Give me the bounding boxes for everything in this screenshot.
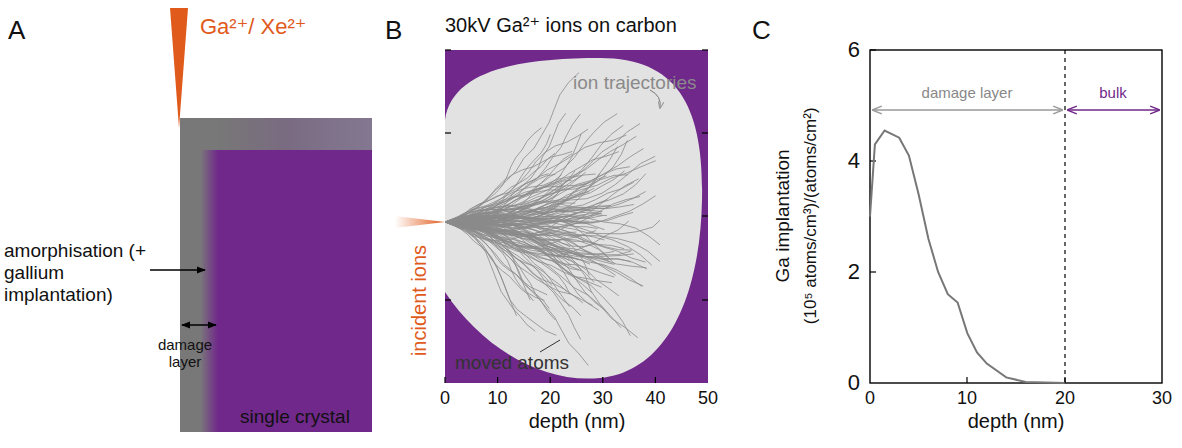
tick-label: 0 (848, 370, 860, 395)
leader-line (150, 269, 205, 270)
trajectory (445, 222, 619, 296)
tick-label: 0 (440, 388, 450, 409)
ion-label: Ga²⁺/ Xe²⁺ (200, 14, 306, 39)
trajectory (445, 222, 581, 316)
carbon-region (445, 50, 708, 383)
trajectory (445, 222, 631, 255)
tick-label: 4 (848, 148, 860, 173)
trajectory (445, 222, 588, 366)
trajectory (445, 222, 616, 275)
trajectory (445, 197, 640, 225)
trajectory (445, 221, 610, 262)
trajectory (445, 211, 600, 222)
damage-layer-block (180, 118, 372, 432)
trajectory (445, 222, 534, 301)
incident-beam (395, 216, 445, 228)
trajectory (445, 73, 579, 222)
range-arrow (873, 109, 1062, 110)
tick-label: 10 (957, 388, 977, 409)
tick-label: 0 (865, 388, 875, 409)
trajectory (445, 124, 640, 222)
crystal-block (218, 150, 372, 432)
trajectory (445, 222, 530, 300)
tick-label: 2 (848, 259, 860, 284)
gradient-top (218, 118, 372, 150)
dimension-arrow (182, 324, 216, 325)
trajectory (445, 196, 656, 224)
range-label: damage layer (922, 84, 1013, 101)
tick-label: 40 (645, 388, 665, 409)
ion-beam (170, 8, 188, 128)
axis-title: depth (nm) (529, 410, 626, 433)
tick-label: 20 (1055, 388, 1075, 409)
trajectory (445, 206, 660, 262)
tick-label: 10 (488, 388, 508, 409)
panel-letter: B (385, 16, 402, 46)
implantation-curve (870, 131, 1065, 384)
region-label: ion trajectories (573, 72, 697, 94)
axis-title: Ga implantation (772, 149, 794, 282)
trajectory (445, 222, 614, 277)
tick-label: 6 (848, 37, 860, 62)
crystal-region: single crystal (218, 150, 372, 432)
panel-letter: A (8, 16, 25, 46)
ion-trajectories (445, 73, 660, 366)
trajectory (445, 211, 614, 263)
range-label: bulk (1099, 84, 1127, 101)
trajectory (445, 222, 643, 286)
callout-text: amorphisation (+ gallium implantation) (4, 240, 154, 306)
trajectory (445, 134, 550, 222)
tick-label: 30 (593, 388, 613, 409)
trajectory (445, 222, 647, 269)
trajectory (445, 216, 603, 230)
trajectory (445, 114, 617, 226)
leader-line (540, 340, 560, 352)
axis-ticks (445, 50, 708, 383)
beam-label: incident ions (409, 244, 432, 355)
region-label: single crystal (240, 406, 350, 428)
dimension-label: damage layer (150, 336, 220, 371)
trajectory (445, 222, 602, 287)
region-label: moved atoms (455, 352, 569, 374)
trajectory (445, 222, 652, 265)
trajectory (445, 221, 589, 231)
tick-label: 20 (540, 388, 560, 409)
simulation-box: 30kV Ga²⁺ ions on carbonion trajectories… (445, 50, 708, 383)
tick-label: 30 (1152, 388, 1172, 409)
plot-ticks (870, 50, 1065, 383)
tick-label: 50 (698, 388, 718, 409)
moved-atoms-region (445, 58, 702, 379)
trajectory (445, 222, 517, 316)
boundary-line (1064, 50, 1065, 383)
plot-frame (870, 50, 1162, 383)
trajectory (445, 125, 623, 224)
trajectory (445, 156, 655, 225)
axis-title: depth (nm) (968, 410, 1065, 433)
trajectory (445, 174, 646, 227)
panel-title: 30kV Ga²⁺ ions on carbon (445, 14, 677, 37)
axis-unit: (10⁵ atoms/cm³)/(atoms/cm²) (800, 108, 820, 325)
gradient-edge (200, 150, 218, 432)
panel-letter: C (752, 16, 771, 46)
trajectory (445, 161, 656, 222)
range-arrow (1068, 109, 1159, 110)
